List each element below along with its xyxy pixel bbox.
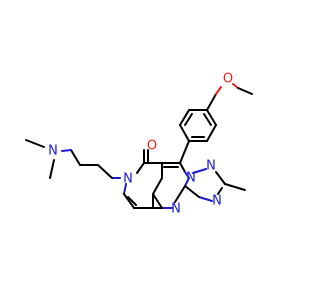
bond: [215, 171, 226, 185]
bond: [179, 162, 186, 173]
bond: [198, 196, 213, 202]
bond: [184, 113, 193, 126]
bond: [232, 83, 239, 89]
bond: [179, 124, 190, 142]
bond: [152, 177, 163, 195]
bond: [25, 139, 45, 148]
bond: [136, 162, 145, 174]
bond: [152, 193, 163, 209]
atom-label-n-bridge: N: [186, 171, 196, 186]
bond: [179, 185, 186, 195]
bond: [70, 149, 81, 166]
molecule-structure: O O N N N N N N: [25, 72, 253, 217]
bond: [97, 164, 113, 179]
methoxy-group: [206, 83, 253, 111]
atom-label-n-pyrimidine: N: [171, 202, 181, 217]
bond: [184, 177, 190, 187]
bond: [237, 87, 253, 95]
pyridone-ring: [123, 149, 163, 209]
bond: [217, 187, 223, 195]
bond: [127, 196, 137, 206]
atom-label-n-triazole-bottom: N: [212, 194, 222, 209]
propyl-chain: [61, 149, 121, 179]
bond: [206, 109, 217, 126]
bond: [203, 113, 212, 126]
bond: [206, 124, 217, 142]
bond: [49, 159, 55, 179]
bond: [206, 93, 217, 111]
structure-canvas: O O N N N N N N: [25, 72, 253, 217]
bond: [184, 171, 190, 179]
pyrimidine-ring: [152, 162, 190, 209]
bond: [215, 86, 222, 95]
bond: [179, 140, 190, 164]
atom-label-o-carbonyl: O: [147, 139, 157, 154]
atom-label-n-pyridone: N: [123, 172, 133, 187]
dimethylamino-group: [25, 139, 55, 179]
atom-label-n-triazole-top: N: [206, 159, 216, 174]
bond: [123, 193, 135, 209]
bond: [179, 109, 190, 126]
bond: [123, 183, 127, 195]
bond: [192, 168, 207, 174]
bond: [224, 183, 246, 191]
atom-label-o-methoxy: O: [223, 72, 233, 87]
atom-label-n-dimethyl: N: [48, 144, 58, 159]
bond: [61, 149, 72, 152]
methoxyphenyl-ring: [179, 109, 217, 142]
triazole-ring: [184, 168, 246, 202]
bond: [174, 193, 181, 203]
bond: [184, 185, 200, 198]
